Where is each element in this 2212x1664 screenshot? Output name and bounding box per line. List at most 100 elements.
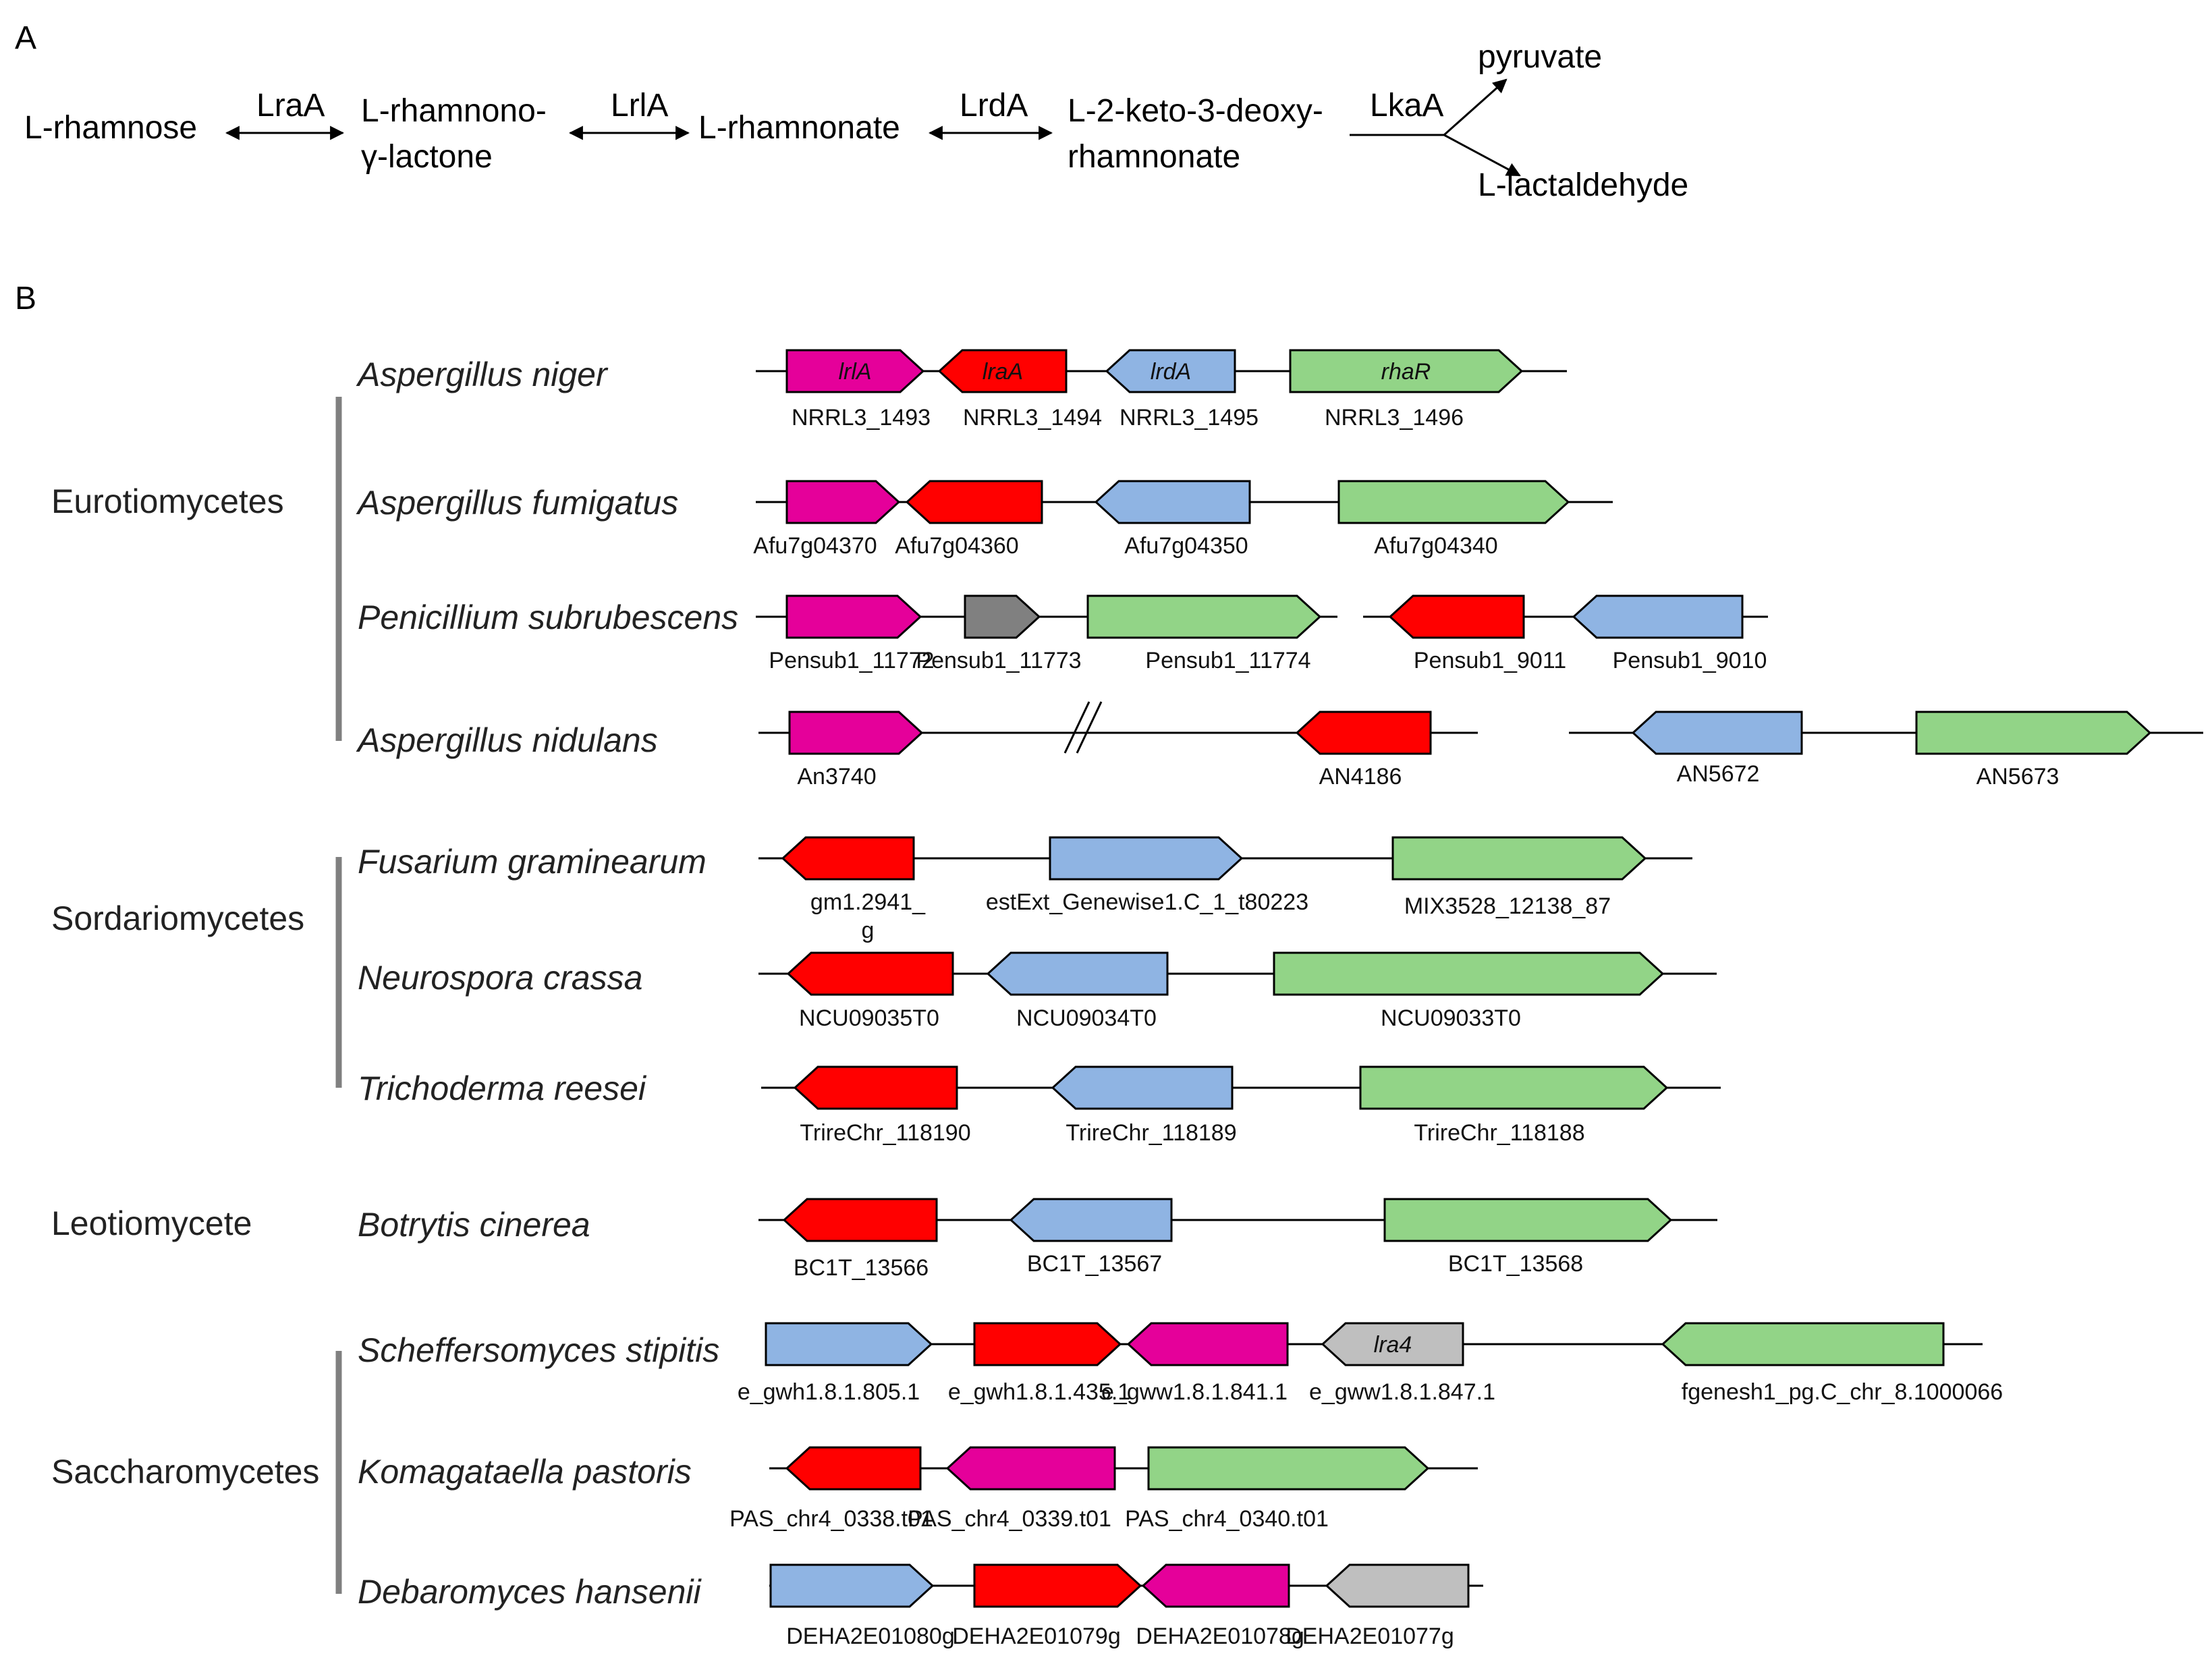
compound-l-rhamnose: L-rhamnose <box>24 110 197 146</box>
gene-arrow-rhaR <box>1147 1446 1430 1491</box>
gene-arrow-lraA <box>786 951 954 996</box>
panel-a: A L-rhamnose L-rhamnono- γ-lactone L-rha… <box>15 20 1688 203</box>
gene-arrow-lrdA <box>1051 1065 1234 1110</box>
species-name: Penicillium subrubescens <box>358 599 738 636</box>
gene-arrow-lraA <box>973 1563 1142 1608</box>
gene-id-label: Afu7g04360 <box>895 533 1018 559</box>
gene-id-label: PAS_chr4_0338.t01 <box>729 1506 933 1532</box>
gene-arrow-rhaR <box>1915 711 2152 755</box>
gene-arrow-lrdA <box>1572 594 1744 639</box>
gene-id-label: Afu7g04370 <box>753 533 877 559</box>
gene-arrow-lrdA <box>765 1322 933 1366</box>
gene-arrow-lra4 <box>1321 1322 1464 1366</box>
arrow-to-pyruvate <box>1443 78 1508 136</box>
gene-id-label: NRRL3_1495 <box>1119 405 1259 431</box>
gene-id-label: NRRL3_1494 <box>963 405 1102 431</box>
product-pyruvate: pyruvate <box>1478 39 1602 75</box>
enzyme-lrda-label: LrdA <box>960 88 1028 123</box>
gene-arrow-lrlA <box>1141 1563 1290 1608</box>
gene-id-label: e_gww1.8.1.841.1 <box>1101 1379 1288 1405</box>
gene-id-label: TrireChr_118189 <box>1066 1120 1236 1146</box>
gene-arrow-lrdA <box>1631 711 1803 755</box>
gene-id-label: PAS_chr4_0340.t01 <box>1125 1506 1329 1532</box>
compound-keto-line2: rhamnonate <box>1068 139 1240 175</box>
panel-b-letter: B <box>15 281 36 316</box>
species-name: Botrytis cinerea <box>358 1206 590 1244</box>
gene-name-label: lraA <box>983 359 1023 385</box>
gene-clusters: lrlA NRRL3_1493 lraA NRRL3_1494 lrdA NRRL3_14… <box>729 349 2152 1649</box>
gene-id-label: NCU09033T0 <box>1381 1005 1521 1031</box>
gene-id-label: AN4186 <box>1319 764 1402 789</box>
gene-id-label: DEHA2E01080g <box>786 1624 955 1649</box>
gene-id-label: NRRL3_1496 <box>1325 405 1464 431</box>
species-name: Scheffersomyces stipitis <box>358 1331 719 1369</box>
species-name: Trichoderma reesei <box>358 1070 647 1107</box>
gene-id-label: An3740 <box>797 764 876 789</box>
gene-id-label: PAS_chr4_0339.t01 <box>908 1506 1111 1532</box>
gene-id-label: BC1T_13567 <box>1027 1251 1162 1277</box>
class-label-eurotiomycetes: Eurotiomycetes <box>51 482 284 520</box>
gene-id-label: MIX3528_12138_87 <box>1404 893 1611 919</box>
gene-id-label: TrireChr_118190 <box>800 1120 970 1146</box>
gene-arrow-lraA <box>905 480 1043 524</box>
gene-id-label: Pensub1_9010 <box>1613 648 1767 673</box>
product-l-lactaldehyde: L-lactaldehyde <box>1478 167 1688 203</box>
gene-name-label: lra4 <box>1374 1332 1412 1358</box>
species-name: Aspergillus fumigatus <box>356 484 678 522</box>
gene-arrow-rhaR <box>1661 1322 1945 1366</box>
gene-arrow-rhaR <box>1391 836 1647 881</box>
panel-b: B Eurotiomycetes Sordariomycetes Leotiom… <box>15 281 2203 1649</box>
compound-l-rhamnonate: L-rhamnonate <box>698 110 900 146</box>
gene-id-label: estExt_Genewise1.C_1_t80223 <box>986 889 1308 915</box>
gene-arrow-lrdA <box>1105 349 1236 393</box>
gene-id-label: e_gwh1.8.1.435.1 <box>948 1379 1130 1405</box>
species-name: Aspergillus niger <box>356 356 609 393</box>
gene-arrow-rhaR <box>1383 1198 1673 1242</box>
gene-arrow-rhaR <box>1273 951 1665 996</box>
gene-arrow-lraA <box>793 1065 958 1110</box>
gene-cluster-row: lrlA NRRL3_1493 lraA NRRL3_1494 lrdA NRRL3_14… <box>785 349 1524 431</box>
gene-id-label: DEHA2E01078g <box>1136 1624 1304 1649</box>
gene-id-label: DEHA2E01079g <box>952 1624 1121 1649</box>
gene-id-label: NRRL3_1493 <box>792 405 931 431</box>
gene-id-label: TrireChr_118188 <box>1414 1120 1584 1146</box>
gene-name-label: rhaR <box>1381 359 1431 385</box>
gene-arrow-lrlA <box>785 480 901 524</box>
gene-arrow-lraA <box>781 836 915 881</box>
compound-lactone-line1: L-rhamnono- <box>361 93 547 129</box>
gene-name-label: lrlA <box>838 359 871 385</box>
enzyme-lraa-label: LraA <box>256 88 325 123</box>
panel-a-letter: A <box>15 20 36 56</box>
species-name: Komagataella pastoris <box>358 1453 692 1491</box>
gene-arrow-rhaR <box>1359 1065 1669 1110</box>
gene-id-label: fgenesh1_pg.C_chr_8.1000066 <box>1682 1379 2003 1405</box>
gene-arrow-lrlA <box>785 349 925 393</box>
gene-id-label: NCU09034T0 <box>1016 1005 1157 1031</box>
gene-id-label: NCU09035T0 <box>799 1005 939 1031</box>
species-name: Debaromyces hansenii <box>358 1573 702 1611</box>
gene-arrow-rhaR <box>1289 349 1524 393</box>
gene-arrow-rhaR <box>1086 594 1322 639</box>
gene-id-label: gm1.2941_ <box>810 889 926 915</box>
gene-arrow-lraA <box>785 1446 922 1491</box>
gene-name-label: lrdA <box>1151 359 1191 385</box>
class-label-sordariomycetes: Sordariomycetes <box>51 899 304 937</box>
gene-id-label: Pensub1_11774 <box>1145 648 1310 673</box>
gene-arrow-lrdA <box>986 951 1169 996</box>
gene-id-label: Pensub1_11772 <box>769 648 934 673</box>
sequence-break-mark <box>1063 701 1090 754</box>
enzyme-lrla-label: LrlA <box>611 88 668 123</box>
gene-id-label: BC1T_13566 <box>794 1255 929 1281</box>
species-name: Aspergillus nidulans <box>356 721 658 759</box>
gene-arrow-lrlA <box>945 1446 1116 1491</box>
arrow-to-lactaldehyde <box>1443 134 1521 177</box>
species-name: Neurospora crassa <box>358 959 642 997</box>
